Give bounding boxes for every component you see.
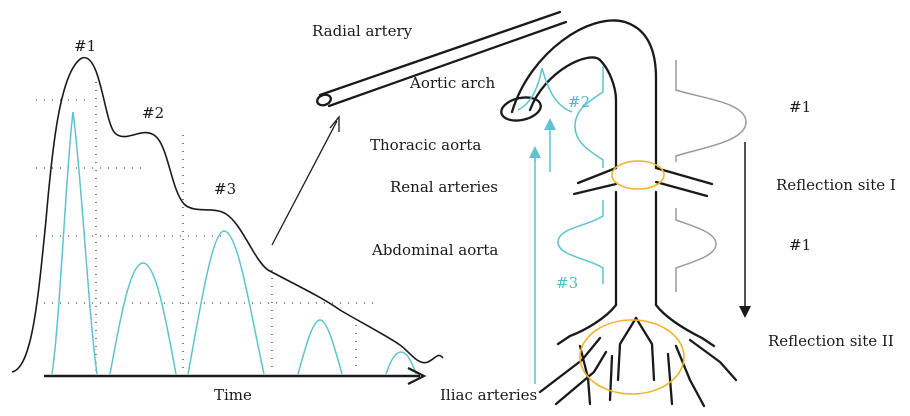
label-aortic-arch: Aortic arch (409, 74, 496, 92)
label-reflected-3: #3 (556, 274, 578, 292)
label-reflection-site-2: Reflection site II (768, 332, 894, 350)
radial-link-arrow (272, 121, 337, 245)
component-waves (52, 112, 416, 374)
anatomy-labels: Radial artery Aortic arch Thoracic aorta… (312, 22, 537, 404)
component-wave-2 (110, 263, 176, 374)
reflection-labels: #2 #3 #1 #1 Reflection site I Reflection… (556, 93, 896, 350)
dotted-guides (36, 82, 380, 372)
reflected-wave-aortic-arch (518, 68, 572, 112)
component-wave-4 (298, 320, 342, 374)
peak-label-2: #2 (142, 104, 164, 122)
incident-wave-upper (676, 60, 746, 162)
reflected-arrowhead-2 (544, 118, 556, 130)
label-incident-lower: #1 (789, 236, 811, 254)
time-axis-label: Time (214, 386, 252, 404)
renal-arteries-vessel (574, 168, 712, 196)
label-reflection-site-1: Reflection site I (776, 176, 896, 194)
label-abdominal-aorta: Abdominal aorta (371, 241, 498, 259)
label-thoracic-aorta: Thoracic aorta (370, 136, 481, 154)
peak-label-3: #3 (214, 180, 236, 198)
label-radial-artery: Radial artery (312, 22, 413, 40)
reflected-wave-thoracic (575, 66, 603, 168)
incident-wave-lower (676, 208, 716, 292)
component-wave-1 (52, 112, 97, 374)
reflected-arrowhead-1 (529, 146, 541, 158)
label-reflected-2: #2 (568, 93, 590, 111)
reflected-wave-abdominal (558, 200, 603, 284)
label-iliac-arteries: Iliac arteries (440, 386, 537, 404)
pressure-waveform (12, 58, 443, 372)
arterial-tree (316, 12, 736, 406)
label-renal-arteries: Renal arteries (390, 178, 498, 196)
label-incident-upper: #1 (789, 98, 811, 116)
incident-direction-arrow (739, 142, 751, 318)
waveform-panel: Time #1 #2 #3 (12, 37, 443, 404)
aorta-vessel (499, 20, 656, 305)
reflected-waves (518, 66, 603, 384)
reflection-site-1-marker (612, 161, 664, 189)
peak-label-1: #1 (74, 37, 96, 55)
